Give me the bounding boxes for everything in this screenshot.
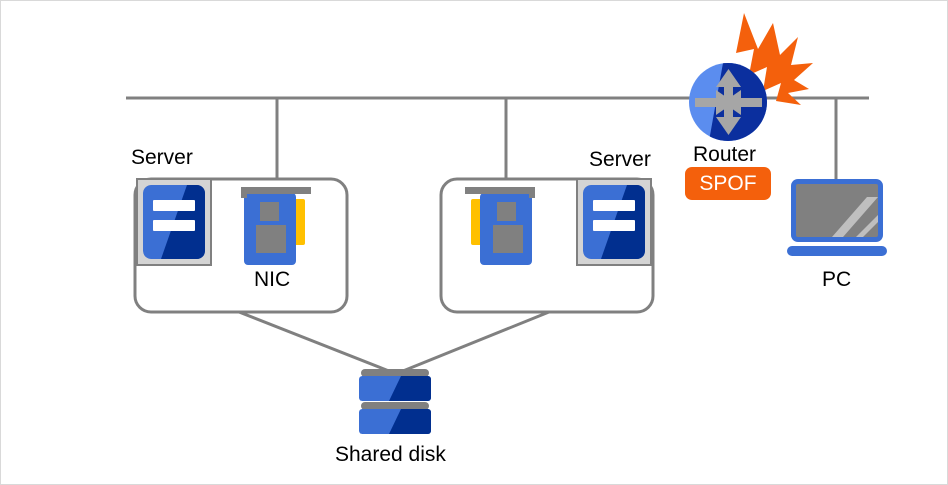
shared-disk-label: Shared disk [335, 443, 446, 466]
server-right-group[interactable] [439, 177, 655, 314]
server-left-nic-chip-small [260, 202, 279, 221]
nic-label: NIC [254, 268, 291, 291]
shared-disk-platter-bottom [359, 409, 431, 434]
pc-node[interactable] [787, 179, 887, 256]
shared-disk-node[interactable] [359, 369, 431, 434]
router-label: Router [693, 143, 757, 166]
pc-base [787, 246, 887, 256]
pc-screen-glare [832, 197, 878, 237]
server-left-nic-bracket-stem [241, 187, 247, 198]
shared-disk-platter-top [359, 376, 431, 401]
spof-badge[interactable]: SPOF [685, 167, 771, 200]
link-server-left-to-disk [238, 310, 395, 375]
pc-screen [796, 184, 878, 237]
shared-disk-top-bar [361, 369, 429, 377]
server-left-nic-bracket [241, 187, 311, 194]
server-right-nic-bracket [465, 187, 535, 194]
pc-label: PC [822, 268, 852, 291]
router-node[interactable] [689, 13, 813, 141]
shared-disk-mid-bar [361, 402, 429, 410]
server-right-nic-chip-large [493, 225, 523, 253]
router-arrows [695, 69, 762, 135]
link-server-right-to-disk [397, 310, 550, 375]
server-right-icon-bar-1 [593, 200, 635, 211]
server-left-nic-chip-large [256, 225, 286, 253]
server-right-nic-chip-small [497, 202, 516, 221]
arrow-left-in-icon [723, 90, 762, 115]
server-left-label: Server [131, 146, 193, 169]
failure-burst-icon [736, 13, 813, 105]
server-right-icon-bar-2 [593, 220, 635, 231]
arrow-down-icon [716, 96, 741, 135]
server-right-nic-bracket-stem [529, 187, 535, 198]
server-right-label: Server [589, 148, 651, 171]
server-left-icon-bar-2 [153, 220, 195, 231]
server-left-icon-bar-1 [153, 200, 195, 211]
server-left-group[interactable] [133, 177, 349, 314]
